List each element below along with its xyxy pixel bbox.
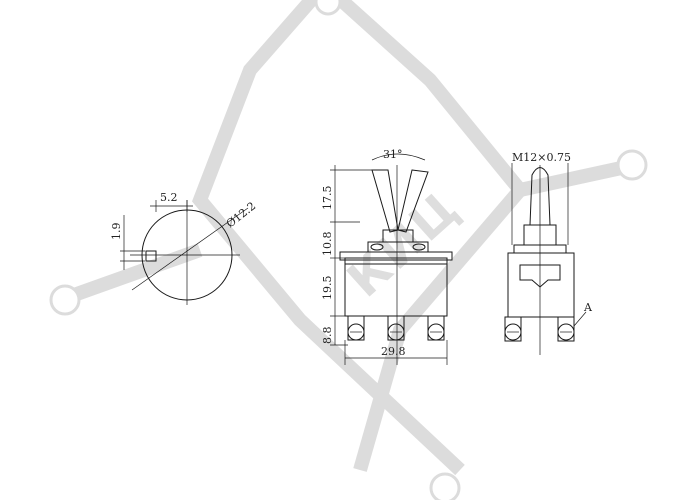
dim-body-height: 19.5 bbox=[321, 276, 334, 301]
watermark-text: КИЦ bbox=[337, 180, 471, 309]
dim-width-5-2: 5.2 bbox=[160, 191, 178, 204]
top-view: 5.2 1.9 Ø12.2 bbox=[110, 191, 258, 305]
dim-angle: 31° bbox=[383, 148, 403, 161]
dim-terminal-height: 8.8 bbox=[321, 327, 334, 345]
dim-diameter: Ø12.2 bbox=[224, 199, 258, 230]
label-a: A bbox=[583, 301, 593, 314]
dim-thread: M12×0.75 bbox=[512, 151, 571, 164]
dim-body-width: 29.8 bbox=[381, 345, 406, 358]
front-view: 31° 17.5 10.8 19.5 8.8 bbox=[321, 148, 453, 365]
dim-bushing-height: 10.8 bbox=[321, 232, 334, 257]
front-terminals bbox=[347, 315, 445, 341]
dim-lever-height: 17.5 bbox=[321, 186, 334, 211]
side-view: M12×0.75 A bbox=[504, 151, 593, 355]
watermark: КИЦ bbox=[49, 0, 648, 500]
side-terminals bbox=[504, 316, 575, 342]
dim-height-1-9: 1.9 bbox=[110, 223, 123, 241]
